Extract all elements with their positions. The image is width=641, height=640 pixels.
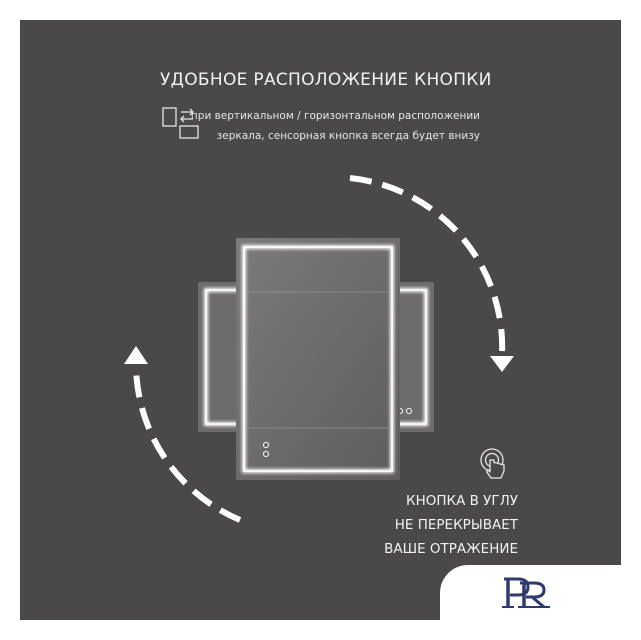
logo-badge: [440, 565, 621, 620]
feature-line-2: НЕ ПЕРЕКРЫВАЕТ: [394, 517, 518, 533]
feature-line-3: ВАШЕ ОТРАЖЕНИЕ: [384, 541, 518, 557]
mirror-vertical: [236, 238, 400, 480]
pr-brand-logo: [502, 577, 550, 609]
touch-button-icon: [480, 448, 505, 479]
rotate-orientation-icon: [162, 107, 199, 139]
promo-panel: УДОБНОЕ РАСПОЛОЖЕНИЕ КНОПКИ при вертикал…: [20, 20, 621, 620]
description-line-2: зеркала, сенсорная кнопка всегда будет в…: [216, 130, 480, 142]
page-title: УДОБНОЕ РАСПОЛОЖЕНИЕ КНОПКИ: [160, 70, 492, 90]
feature-line-1: КНОПКА В УГЛУ: [405, 493, 518, 509]
mirror-illustration: [124, 175, 514, 523]
rotation-arrow-right: [349, 175, 514, 372]
touch-button-vertical: [262, 441, 270, 449]
description-line-1: при вертикальном / горизонтальном распол…: [190, 110, 480, 122]
rotation-arrow-left: [124, 346, 242, 523]
